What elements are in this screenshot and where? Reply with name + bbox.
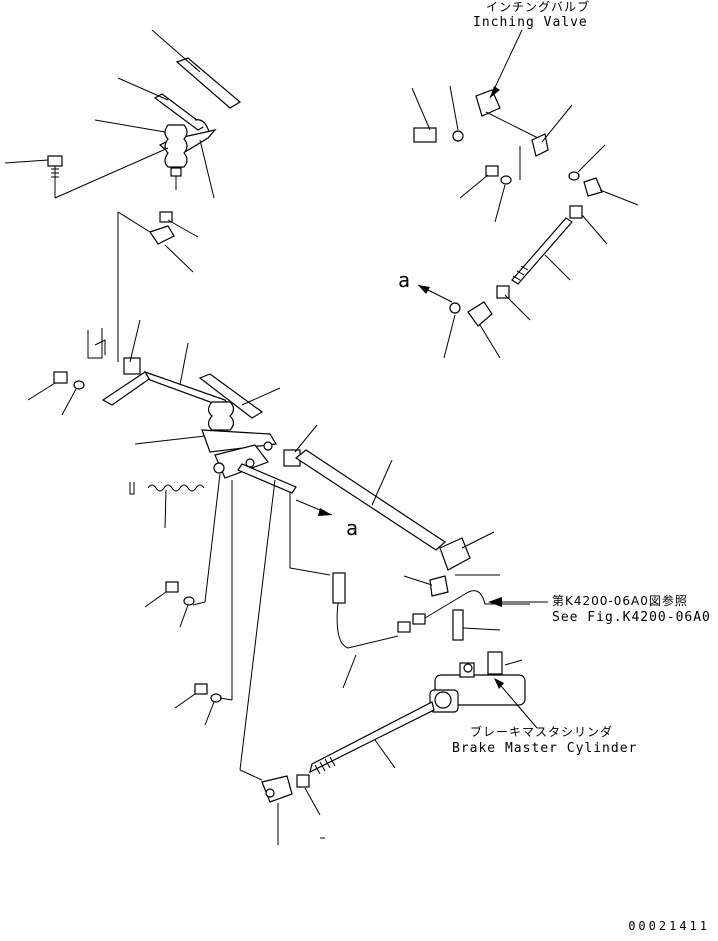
cable-fitting bbox=[332, 572, 346, 604]
reference-a-upper: a bbox=[398, 268, 411, 292]
washer bbox=[449, 302, 461, 314]
brake-pedal-pad bbox=[198, 373, 264, 419]
washer bbox=[568, 171, 580, 181]
spring-clip bbox=[194, 119, 210, 133]
arrow-icon bbox=[494, 678, 504, 689]
cable-route bbox=[289, 492, 331, 576]
drawing-number: 00021411 bbox=[628, 919, 710, 933]
inching-valve-label-en: Inching Valve bbox=[473, 15, 588, 30]
nut bbox=[194, 683, 208, 695]
nut bbox=[165, 581, 179, 593]
inching-valve bbox=[475, 89, 501, 117]
accelerator-pedal-assembly bbox=[4, 29, 242, 362]
bolt bbox=[413, 127, 437, 143]
brake-master-label-en: Brake Master Cylinder bbox=[452, 741, 638, 756]
adjusting-rod bbox=[511, 217, 573, 285]
arrow-icon bbox=[418, 285, 430, 294]
pivot-pin bbox=[213, 462, 225, 474]
clevis bbox=[261, 775, 293, 803]
bolt bbox=[452, 609, 464, 641]
inching-valve-linkage bbox=[411, 29, 639, 359]
reference-a-lower: a bbox=[346, 516, 359, 540]
connector bbox=[397, 621, 411, 633]
bushing bbox=[123, 357, 141, 375]
pedal-arm bbox=[101, 371, 154, 406]
master-cylinder-assembly bbox=[261, 531, 526, 845]
nut bbox=[296, 774, 310, 788]
washer bbox=[500, 175, 512, 185]
bolt-head bbox=[47, 155, 63, 167]
washer bbox=[73, 380, 85, 390]
brake-cable bbox=[336, 602, 399, 649]
mount-bracket bbox=[439, 537, 471, 571]
nut bbox=[53, 371, 68, 384]
return-spring bbox=[147, 484, 205, 492]
rod-end bbox=[149, 225, 175, 245]
nut bbox=[496, 285, 510, 299]
cross-shaft bbox=[294, 449, 446, 551]
rod-end bbox=[583, 177, 603, 197]
brake-master-label-jp: ブレーキマスタシリンダ bbox=[470, 725, 614, 739]
nut bbox=[485, 165, 499, 177]
pedal-bracket bbox=[201, 429, 277, 453]
washer bbox=[210, 693, 222, 703]
rubber-boot bbox=[164, 124, 188, 168]
arrow-icon bbox=[488, 597, 502, 607]
arrow-icon bbox=[318, 508, 332, 516]
arrow-icon bbox=[490, 86, 500, 98]
brake-boot bbox=[207, 401, 235, 431]
linkage-rods bbox=[144, 424, 530, 781]
clip bbox=[429, 575, 449, 597]
stopper-plate bbox=[87, 328, 103, 359]
wire-harness bbox=[424, 590, 530, 619]
rod-end bbox=[467, 301, 493, 327]
washer bbox=[452, 130, 464, 142]
connector bbox=[412, 613, 426, 625]
link-rod bbox=[237, 463, 297, 494]
reference-arrows bbox=[295, 499, 548, 729]
nut bbox=[159, 211, 173, 223]
nut bbox=[569, 205, 583, 219]
see-fig-label-en: See Fig.K4200-06A0 bbox=[552, 610, 711, 625]
brake-pedal-assembly bbox=[27, 319, 281, 529]
push-rod bbox=[309, 701, 435, 774]
washer bbox=[183, 596, 195, 606]
nut bbox=[170, 167, 182, 177]
see-fig-label-jp: 第K4200-06A0図参照 bbox=[552, 594, 688, 608]
pedal-pad bbox=[175, 57, 242, 109]
inching-valve-label-jp: インチングバルブ bbox=[486, 0, 591, 14]
